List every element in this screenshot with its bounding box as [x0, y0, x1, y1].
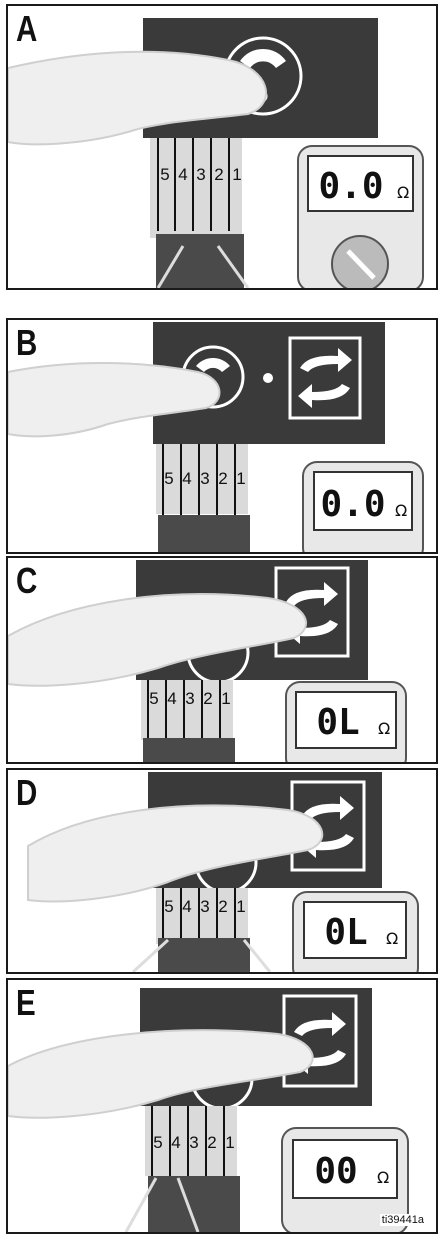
- ribbon-cable: [150, 138, 242, 238]
- probe-lead: [176, 1177, 200, 1232]
- pin-label: 4: [171, 1133, 180, 1152]
- meter-unit: Ω: [395, 501, 407, 520]
- pin-label: 2: [214, 165, 223, 184]
- document-id: ti39441a: [379, 1214, 426, 1226]
- multimeter: [292, 891, 419, 972]
- probe-lead: [124, 1177, 158, 1232]
- pointing-finger-icon: [8, 50, 267, 146]
- pin-label: 2: [218, 469, 227, 488]
- panel-a: A 5 4 3 2 1: [6, 4, 438, 290]
- pin-label: 1: [236, 469, 245, 488]
- pin-label: 2: [218, 897, 227, 916]
- panel-b: B 5 4 3 2 1: [6, 318, 438, 554]
- multimeter: [302, 461, 424, 552]
- pin-label: 2: [203, 689, 212, 708]
- panel-letter: C: [16, 560, 37, 601]
- pointing-finger-icon: [8, 1029, 314, 1119]
- pin-label: 2: [207, 1133, 216, 1152]
- pin-label: 1: [221, 689, 230, 708]
- probe-lead: [242, 939, 272, 972]
- multimeter: [297, 145, 424, 288]
- meter-unit: Ω: [377, 1168, 389, 1187]
- pin-label: 3: [196, 165, 205, 184]
- multimeter: [281, 1127, 409, 1232]
- pin-label: 4: [182, 897, 191, 916]
- connector: [143, 738, 235, 762]
- panel-letter: B: [16, 322, 37, 363]
- pin-label: 5: [164, 469, 173, 488]
- pin-label: 1: [232, 165, 241, 184]
- meter-reading: 00: [314, 1151, 357, 1192]
- pin-label: 5: [153, 1133, 162, 1152]
- recirculate-arrows-icon: [288, 336, 362, 420]
- panel-e-illustration: 5 4 3 2 1 00 Ω: [8, 988, 409, 1232]
- meter-reading: 0L: [316, 702, 359, 743]
- pin-label: 1: [225, 1133, 234, 1152]
- pin-label: 4: [178, 165, 187, 184]
- panel-c-illustration: 5 4 3 2 1 0L Ω: [8, 560, 407, 762]
- pin-label: 5: [164, 897, 173, 916]
- pin-label: 3: [189, 1133, 198, 1152]
- meter-reading: 0.0: [318, 166, 383, 207]
- ribbon-cable: [156, 888, 248, 944]
- pin-label: 5: [149, 689, 158, 708]
- meter-reading: 0.0: [320, 484, 385, 525]
- panel-letter: A: [16, 8, 37, 49]
- pin-label: 1: [236, 897, 245, 916]
- meter-reading: 0L: [324, 912, 367, 953]
- pin-label: 3: [200, 469, 209, 488]
- meter-unit: Ω: [397, 183, 409, 202]
- ribbon-cable: [156, 444, 248, 514]
- panel-d-illustration: 5 4 3 2 1 0L Ω: [27, 772, 419, 972]
- pin-label: 3: [185, 689, 194, 708]
- panel-letter: E: [16, 982, 36, 1023]
- pointing-finger-icon: [8, 362, 221, 438]
- panel-letter: D: [16, 772, 37, 813]
- probe-lead: [156, 245, 185, 288]
- probe-lead: [131, 938, 170, 972]
- pin-label: 3: [200, 897, 209, 916]
- panel-e: E 5 4 3 2 1: [6, 978, 438, 1234]
- panel-b-illustration: 5 4 3 2 1 0.0 Ω: [8, 322, 424, 552]
- connector: [156, 234, 244, 288]
- ribbon-cable: [141, 680, 233, 740]
- probe-lead: [216, 245, 250, 288]
- pin-label: 5: [160, 165, 169, 184]
- meter-unit: Ω: [378, 719, 390, 738]
- pin-label: 4: [182, 469, 191, 488]
- ribbon-wires: [157, 138, 230, 231]
- pointing-finger-icon: [27, 804, 324, 903]
- panel-a-illustration: 5 4 3 2 1 0.0 Ω: [8, 18, 424, 288]
- pointing-finger-icon: [8, 593, 307, 687]
- ribbon-cable: [145, 1106, 237, 1176]
- pin-label: 4: [167, 689, 176, 708]
- status-dot-icon: [263, 373, 273, 383]
- multimeter: [285, 681, 407, 762]
- connector: [158, 938, 250, 972]
- panel-c: C 5 4 3 2 1: [6, 556, 438, 764]
- connector: [158, 515, 250, 552]
- meter-unit: Ω: [386, 929, 398, 948]
- panel-d: D 5 4 3 2 1: [6, 768, 438, 974]
